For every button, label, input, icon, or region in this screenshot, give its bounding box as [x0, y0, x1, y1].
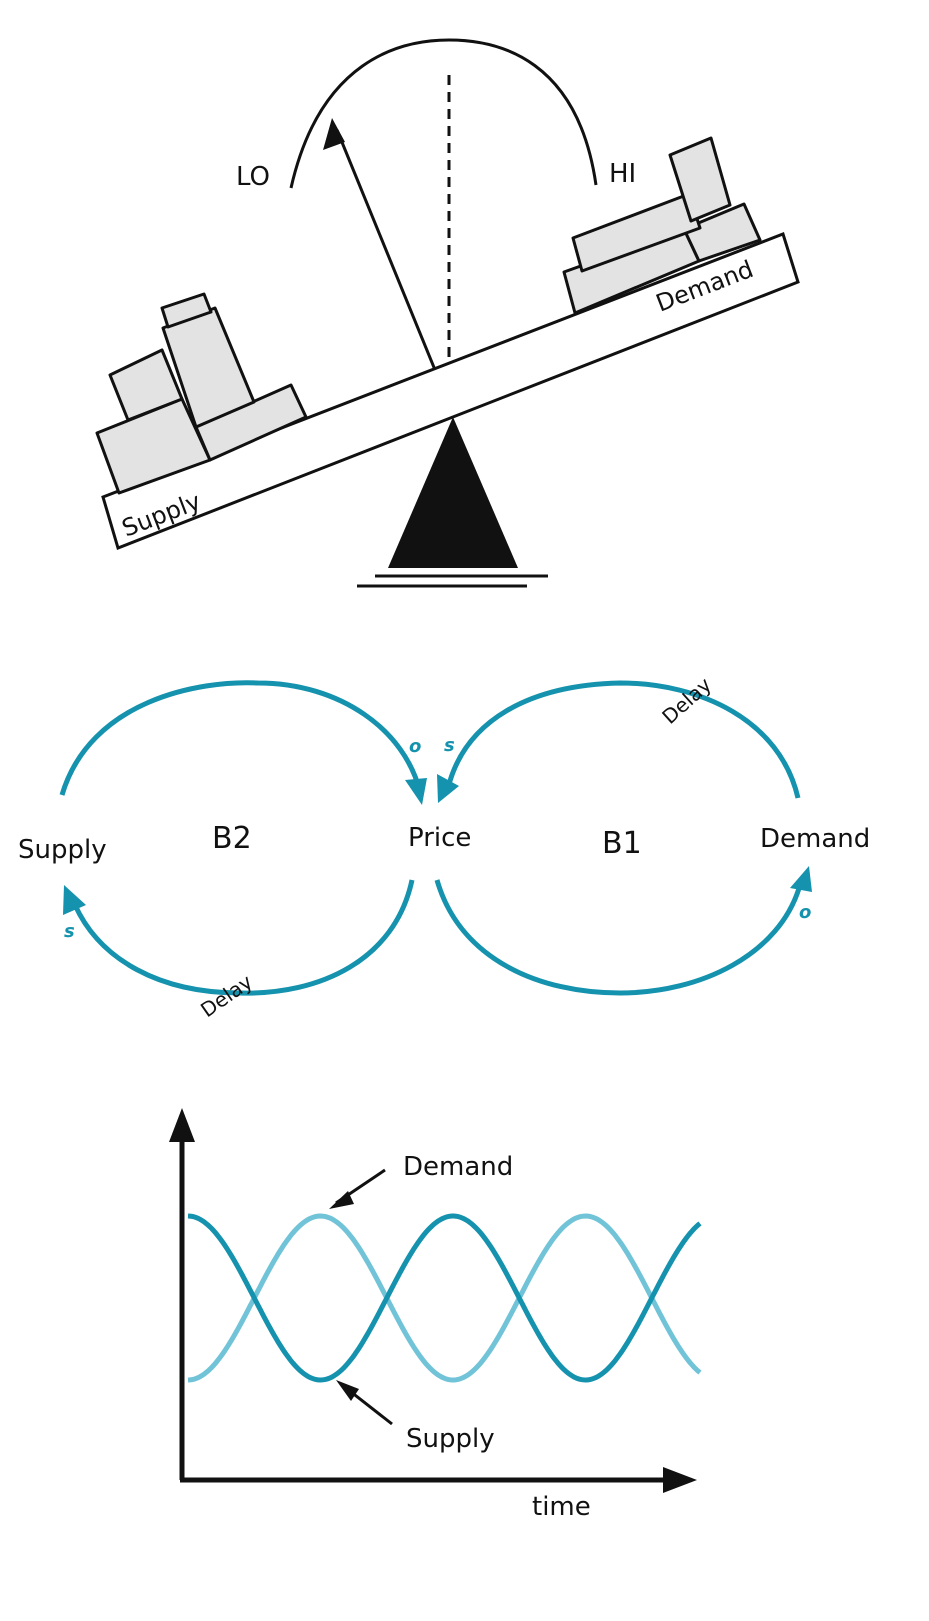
arrowhead-demand-to-price-icon — [437, 774, 459, 803]
arrow-demand-to-price — [445, 680, 801, 799]
supply-weights — [95, 292, 308, 495]
hi-label: HI — [609, 159, 636, 189]
loop-price-label: Price — [408, 823, 471, 853]
polarity-price-to-demand: o — [799, 902, 811, 923]
demand-weights — [562, 136, 762, 315]
y-axis-arrowhead-icon — [169, 1108, 195, 1142]
arrowhead-price-to-demand-icon — [790, 866, 812, 892]
demand-weight-tall — [668, 136, 732, 223]
fulcrum-triangle — [388, 417, 518, 568]
loop-b1-label: B1 — [602, 826, 642, 861]
arrow-price-to-supply — [72, 879, 415, 996]
arrowhead-supply-to-price-icon — [405, 778, 427, 805]
supply-weight-middle — [108, 348, 184, 422]
dial-arc — [289, 38, 598, 189]
seesaw-plank — [101, 232, 800, 550]
polarity-price-to-supply: s — [64, 921, 75, 942]
arrow-price-to-demand — [434, 879, 803, 996]
supply-pointer-arrowhead-icon — [336, 1380, 359, 1401]
dial-pointer — [335, 129, 455, 415]
demand-curve-label: Demand — [403, 1152, 513, 1182]
arrow-supply-to-price — [59, 680, 423, 796]
x-axis-arrowhead-icon — [663, 1467, 697, 1493]
arrowhead-price-to-supply-icon — [63, 885, 86, 915]
loop-supply-label: Supply — [18, 835, 107, 865]
polarity-demand-to-price: s — [444, 735, 455, 756]
loop-b2-label: B2 — [212, 821, 252, 856]
demand-weight-bottom-right — [682, 202, 762, 263]
supply-weight-top — [160, 292, 213, 329]
demand-weight-middle — [571, 192, 702, 273]
delay-label-bottom: Delay — [196, 969, 257, 1022]
seesaw-scale: LO HI Supply Demand — [95, 38, 800, 588]
dial-pointer-arrowhead-icon — [323, 118, 345, 150]
demand-pointer-arrowhead-icon — [329, 1191, 354, 1209]
lo-label: LO — [236, 162, 270, 192]
polarity-supply-to-price: o — [409, 736, 421, 757]
x-axis-label: time — [532, 1492, 591, 1522]
oscillation-graph: time Demand Supply — [169, 1108, 702, 1522]
loop-demand-label: Demand — [760, 824, 870, 854]
demand-curve — [187, 1213, 702, 1383]
supply-weight-bottom-right — [194, 383, 308, 462]
supply-curve-label: Supply — [406, 1424, 495, 1454]
causal-loop-diagram: Supply Price Demand B2 B1 Delay Delay o … — [18, 672, 870, 1022]
supply-curve — [187, 1213, 702, 1383]
